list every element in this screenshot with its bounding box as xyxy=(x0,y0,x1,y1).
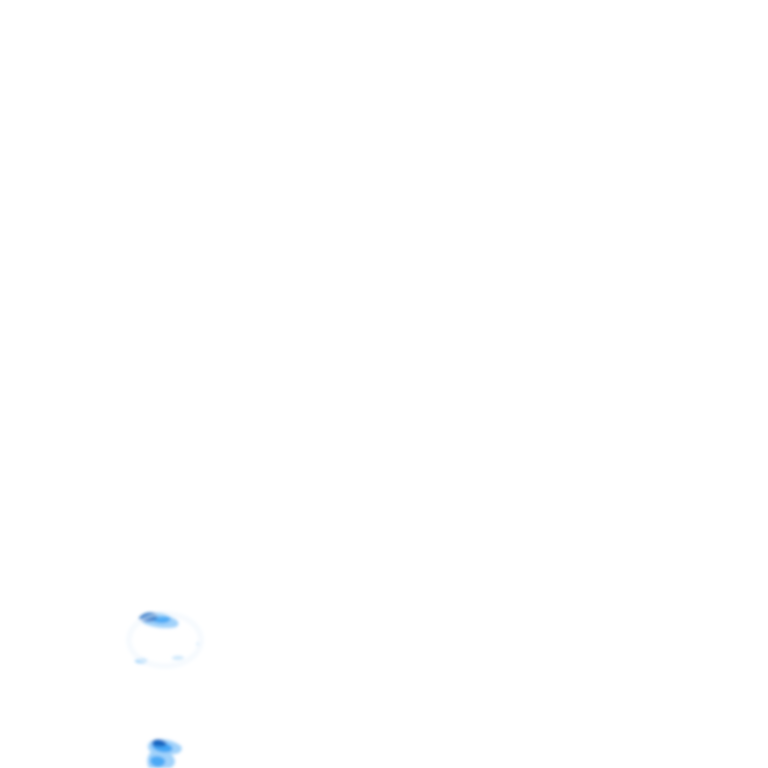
precipitation-halo xyxy=(127,612,203,668)
precip-medium-area xyxy=(150,756,166,767)
precip-halo-ring xyxy=(127,612,203,668)
precipitation-cell-lower xyxy=(147,739,182,768)
precip-fleck xyxy=(196,642,200,646)
precip-fleck xyxy=(172,655,184,661)
precip-core xyxy=(151,739,167,747)
